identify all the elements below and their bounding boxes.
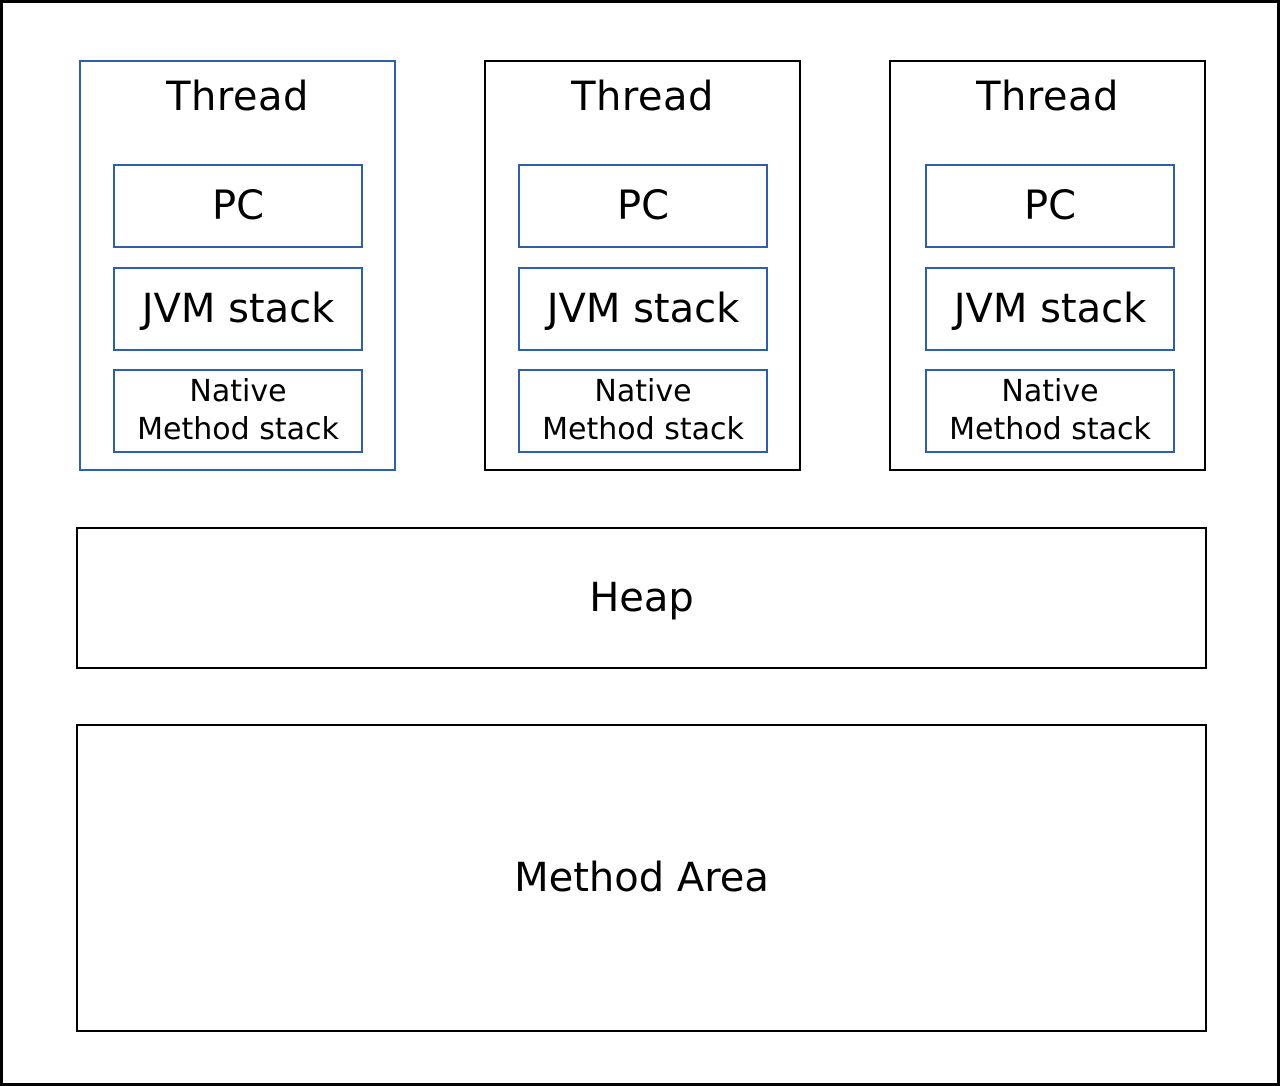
native-method-stack-label: Native Method stack xyxy=(542,373,744,449)
pc-label: PC xyxy=(211,183,265,229)
native-label-line2: Method stack xyxy=(949,412,1151,447)
jvm-stack-label: JVM stack xyxy=(546,286,740,332)
native-method-stack-box: Native Method stack xyxy=(113,369,363,453)
jvm-stack-box: JVM stack xyxy=(925,267,1175,351)
native-method-stack-box: Native Method stack xyxy=(518,369,768,453)
native-method-stack-box: Native Method stack xyxy=(925,369,1175,453)
native-method-stack-label: Native Method stack xyxy=(137,373,339,449)
native-label-line1: Native xyxy=(1001,374,1099,409)
method-area-box: Method Area xyxy=(76,724,1207,1032)
native-label-line2: Method stack xyxy=(137,412,339,447)
pc-register-box: PC xyxy=(925,164,1175,248)
pc-label: PC xyxy=(616,183,670,229)
jvm-stack-label: JVM stack xyxy=(953,286,1147,332)
jvm-stack-box: JVM stack xyxy=(518,267,768,351)
heap-label: Heap xyxy=(589,575,694,621)
pc-label: PC xyxy=(1023,183,1077,229)
thread-box-1: Thread PC JVM stack Native Method stack xyxy=(79,60,396,471)
jvm-stack-label: JVM stack xyxy=(141,286,335,332)
native-method-stack-label: Native Method stack xyxy=(949,373,1151,449)
method-area-label: Method Area xyxy=(514,855,769,901)
thread-title: Thread xyxy=(976,74,1119,120)
thread-box-3: Thread PC JVM stack Native Method stack xyxy=(889,60,1206,471)
pc-register-box: PC xyxy=(113,164,363,248)
thread-title: Thread xyxy=(571,74,714,120)
thread-title: Thread xyxy=(166,74,309,120)
pc-register-box: PC xyxy=(518,164,768,248)
native-label-line2: Method stack xyxy=(542,412,744,447)
jvm-stack-box: JVM stack xyxy=(113,267,363,351)
native-label-line1: Native xyxy=(189,374,287,409)
heap-box: Heap xyxy=(76,527,1207,669)
thread-box-2: Thread PC JVM stack Native Method stack xyxy=(484,60,801,471)
native-label-line1: Native xyxy=(594,374,692,409)
